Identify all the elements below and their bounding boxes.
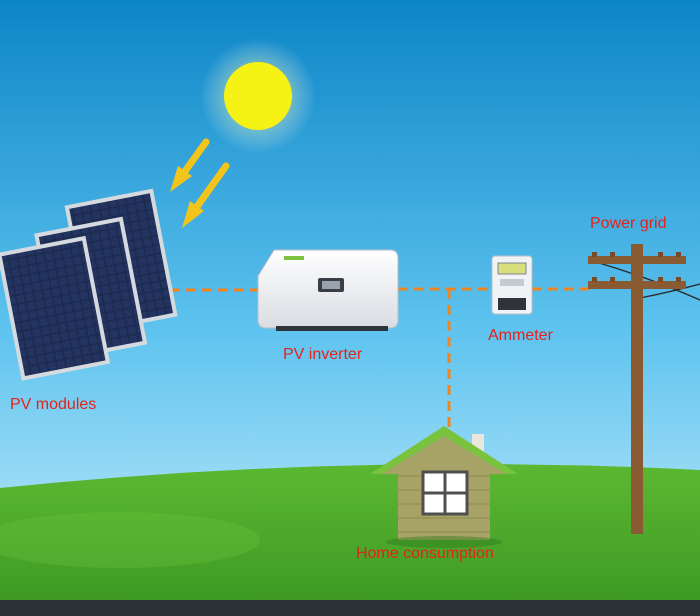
sunlight-arrows-icon	[170, 138, 230, 228]
inverter-icon	[257, 249, 399, 331]
label-power-grid: Power grid	[590, 215, 667, 232]
label-pv-modules: PV modules	[10, 396, 97, 413]
power-pole-icon	[588, 244, 700, 534]
sun-icon	[200, 38, 316, 154]
label-ammeter: Ammeter	[488, 327, 553, 344]
house-icon	[370, 426, 518, 548]
label-pv-inverter: PV inverter	[283, 346, 363, 363]
pv-modules-icon	[0, 188, 178, 381]
ammeter-icon	[491, 255, 533, 315]
grass-hill	[0, 464, 700, 600]
wiring	[170, 287, 592, 430]
grass-highlight	[0, 512, 260, 568]
label-home-consumption: Home consumption	[356, 545, 494, 562]
bottom-bar	[0, 600, 700, 616]
